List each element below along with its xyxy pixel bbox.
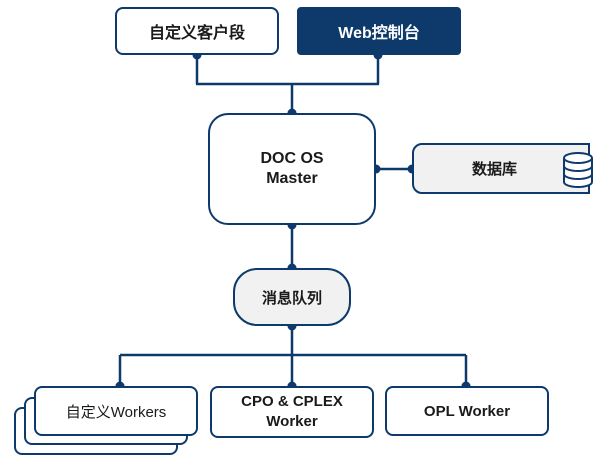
cpo-cplex-label-line2: Worker [266,413,318,430]
web-console-label: Web控制台 [338,25,420,42]
master-label-line1: DOC OS [260,150,324,167]
message-queue-label: 消息队列 [261,289,322,307]
custom-client-node: 自定义客户段 [115,7,279,55]
opl-worker-node: OPL Worker [385,386,549,436]
opl-worker-label: OPL Worker [423,402,511,420]
master-label-line2: Master [266,170,318,187]
custom-client-label: 自定义客户段 [148,25,245,42]
custom-workers-node: 自定义Workers [34,386,198,436]
cpo-cplex-label-line1: CPO & CPLEX [241,392,343,410]
database-icon [563,152,593,188]
message-queue-node: 消息队列 [233,268,351,326]
web-console-node: Web控制台 [297,7,461,55]
database-node: 数据库 [412,143,590,194]
database-label: 数据库 [472,161,518,178]
cpo-cplex-worker-node: CPO & CPLEX Worker [210,386,374,438]
master-node: DOC OS Master [208,113,376,225]
custom-workers-label: 自定义Workers [65,403,167,421]
